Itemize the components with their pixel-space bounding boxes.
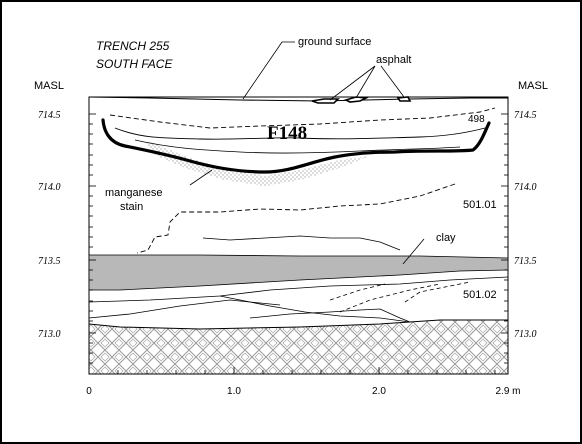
x-tick-2: 2.0 [372, 386, 386, 397]
layer-501-02-dashed-c [404, 281, 471, 303]
layer-498-label: 498 [468, 114, 485, 125]
right-axis-ticks [501, 113, 508, 364]
asphalt-patch-1 [311, 98, 340, 104]
clay-leader [402, 238, 425, 265]
left-axis-ticks [89, 113, 96, 364]
clay-label: clay [436, 232, 456, 244]
layer-501-02-dashed-a [329, 283, 386, 301]
layer-501-01-label: 501.01 [463, 199, 497, 211]
y-tick-left-7135: 713.5 [38, 256, 61, 267]
title-line-2: SOUTH FACE [96, 57, 173, 71]
ground-surface-label: ground surface [298, 36, 371, 48]
x-tick-0: 0 [86, 386, 92, 397]
y-tick-right-7135: 713.5 [514, 256, 537, 267]
layer-501-02-lower-line [249, 308, 411, 323]
bottom-axis-ticks [88, 367, 496, 374]
y-tick-left-7140: 714.0 [38, 182, 61, 193]
layer-501-02-dashed-b [339, 283, 441, 313]
x-tick-1: 1.0 [227, 386, 241, 397]
y-tick-right-7145: 714.5 [514, 110, 537, 121]
manganese-leader [189, 169, 213, 186]
asphalt-leaders [329, 65, 405, 101]
y-axis-label-right: MASL [518, 80, 548, 92]
solid-irregular-boundary [202, 235, 401, 251]
layer-501-02-line-a [219, 295, 411, 323]
manganese-label-line-2: stain [120, 201, 143, 213]
f148-inner-boundary [114, 127, 486, 140]
y-tick-right-7130: 713.0 [514, 329, 537, 340]
y-tick-left-7130: 713.0 [38, 329, 61, 340]
layer-501-02-line-b [88, 299, 281, 319]
y-tick-right-7140: 714.0 [514, 182, 537, 193]
asphalt-patch-3 [396, 96, 412, 102]
layer-501-02-upper-line [88, 276, 509, 303]
manganese-label-line-1: manganese [105, 187, 163, 199]
feature-f148-label: F148 [267, 123, 307, 144]
x-tick-3: 2.9 m [495, 386, 520, 397]
y-tick-left-7145: 714.5 [38, 110, 61, 121]
asphalt-patch-2 [343, 96, 369, 103]
ground-surface-leader [242, 41, 295, 100]
bedrock-layer [88, 319, 509, 375]
f148-lower-line [134, 139, 461, 154]
upper-dashed-boundary [109, 107, 496, 129]
y-axis-label-left: MASL [34, 80, 64, 92]
f148-base-thick-line [101, 118, 491, 174]
title-line-1: TRENCH 255 [96, 39, 170, 53]
asphalt-label: asphalt [376, 54, 411, 66]
layer-501-02-label: 501.02 [463, 289, 497, 301]
manganese-stain [145, 140, 370, 186]
